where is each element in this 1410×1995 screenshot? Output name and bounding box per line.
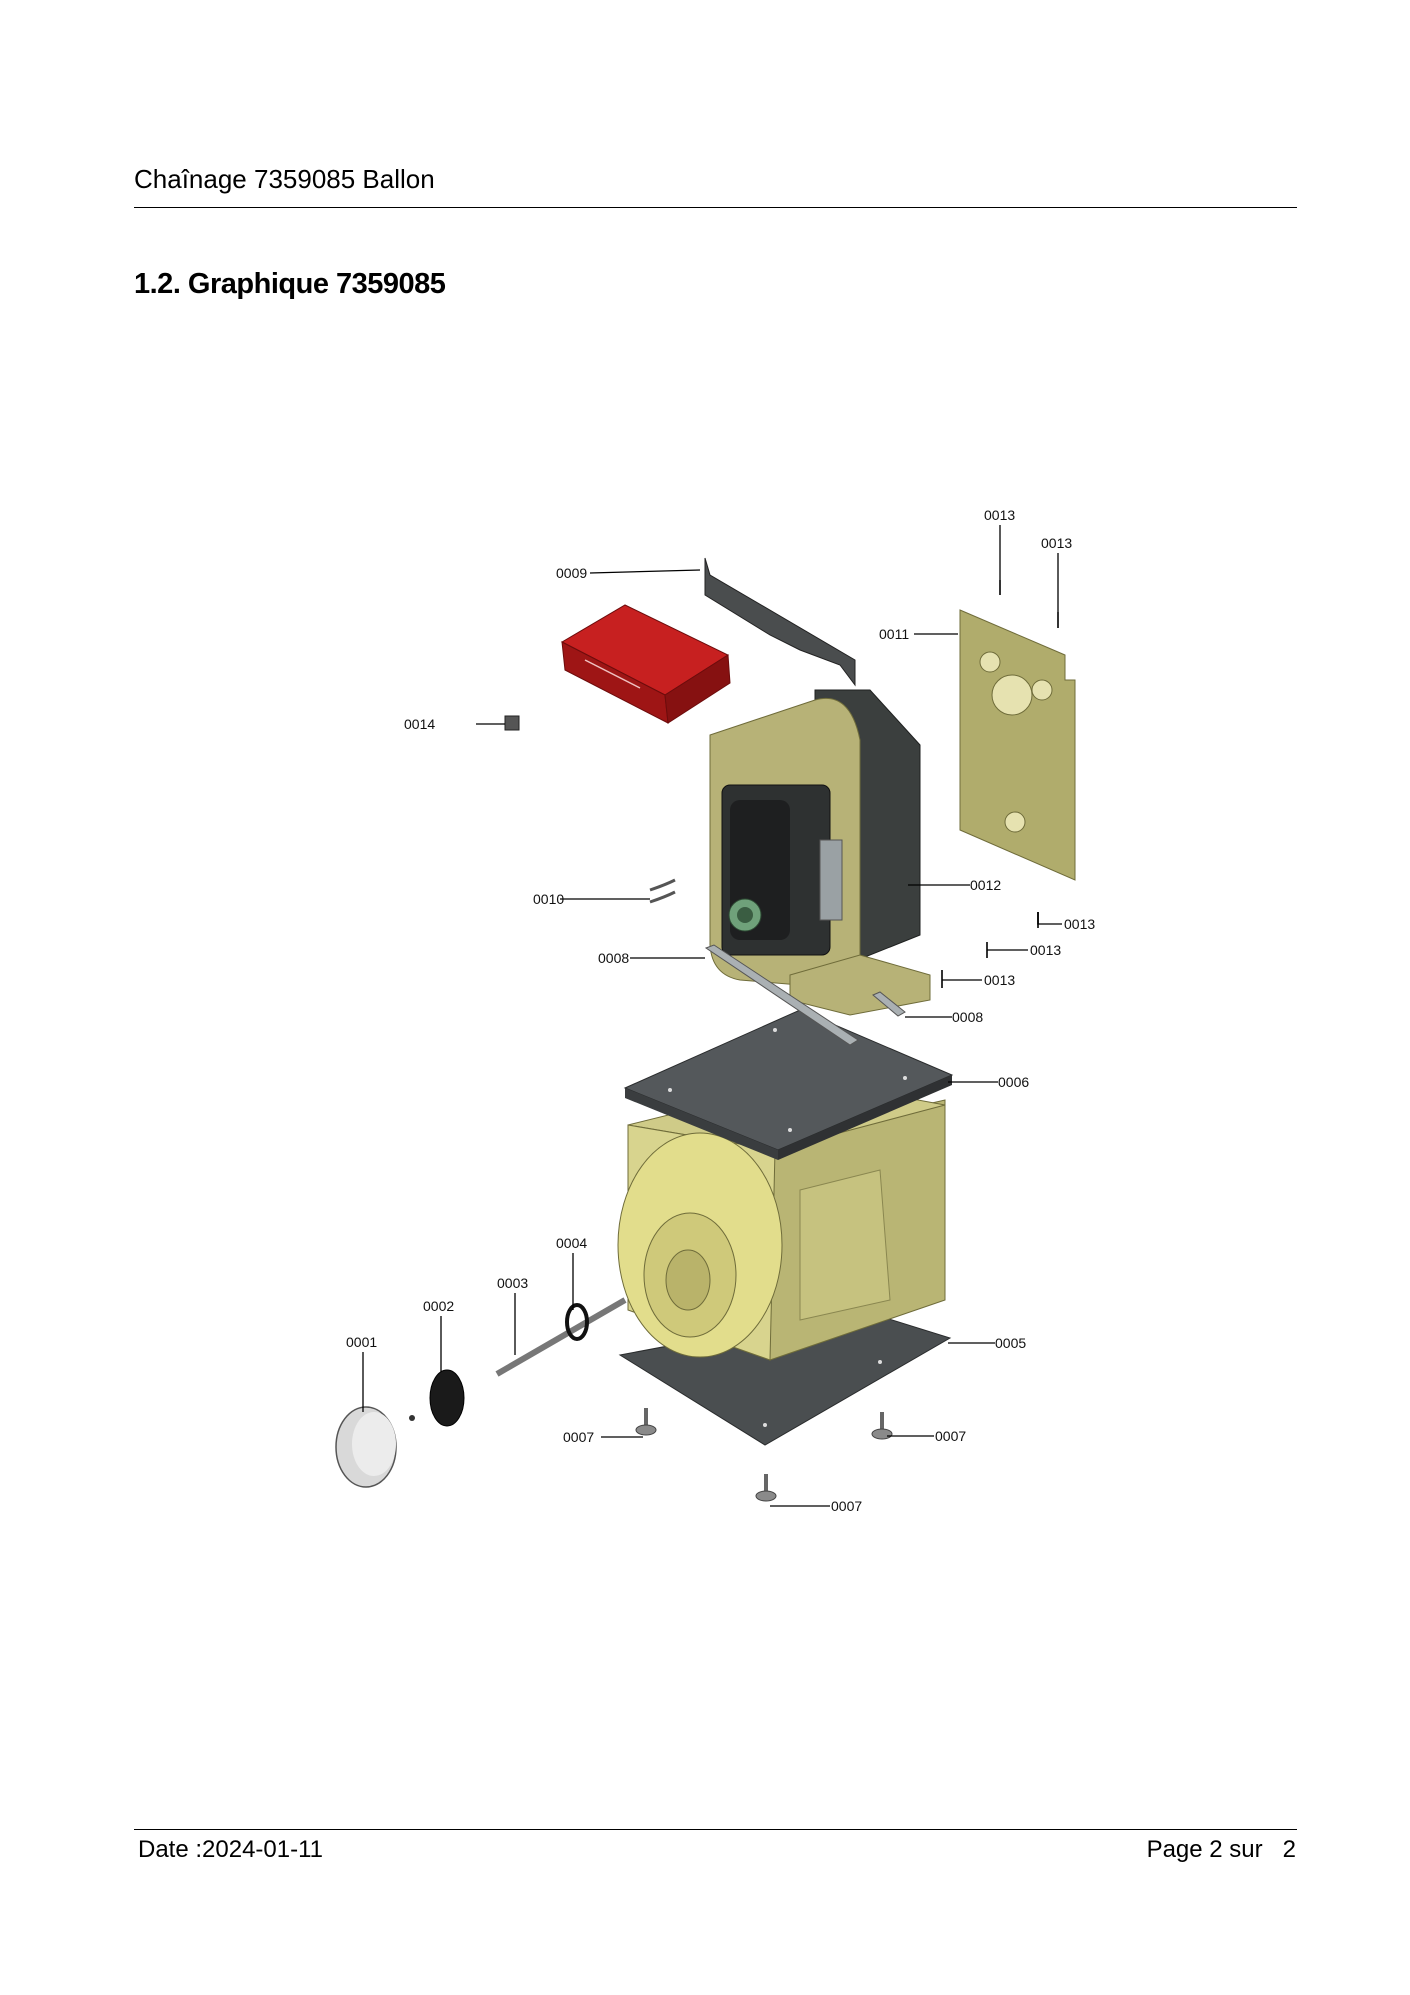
footer-page-number: Page 2 sur 2 xyxy=(1146,1836,1296,1863)
mounting-plate xyxy=(959,609,1076,881)
callout-0013-top-right: 0013 xyxy=(1041,535,1072,551)
callout-0009: 0009 xyxy=(556,565,587,581)
rail-right xyxy=(872,991,906,1017)
foot-0007a xyxy=(635,1408,657,1436)
callout-0007-right: 0007 xyxy=(935,1428,966,1444)
callout-0008-right: 0008 xyxy=(952,1009,983,1025)
callout-0007-left: 0007 xyxy=(563,1429,594,1445)
callout-0007-bottom: 0007 xyxy=(831,1498,862,1514)
cable-0010 xyxy=(649,878,676,904)
callout-0003: 0003 xyxy=(497,1275,528,1291)
callout-0014: 0014 xyxy=(404,716,435,732)
back-panel xyxy=(704,557,856,687)
callout-0002: 0002 xyxy=(423,1298,454,1314)
rod-0003 xyxy=(495,1297,627,1377)
foot-0007b xyxy=(871,1412,893,1440)
gasket-0004 xyxy=(565,1303,589,1341)
document-header-title: Chaînage 7359085 Ballon xyxy=(134,164,435,194)
callout-0008-left: 0008 xyxy=(598,950,629,966)
callout-0013-top-left: 0013 xyxy=(984,507,1015,523)
callout-0001: 0001 xyxy=(346,1334,377,1350)
callout-0013-mid-3: 0013 xyxy=(984,972,1015,988)
rail-left xyxy=(704,944,859,1046)
callout-0005: 0005 xyxy=(995,1335,1026,1351)
connector-0014 xyxy=(504,715,520,731)
section-title: 1.2. Graphique 7359085 xyxy=(134,268,446,300)
callout-0011: 0011 xyxy=(879,626,909,642)
callout-0013-mid-1: 0013 xyxy=(1064,916,1095,932)
callout-0010: 0010 xyxy=(533,891,564,907)
foot-0007c xyxy=(755,1474,777,1502)
callout-0006: 0006 xyxy=(998,1074,1029,1090)
callout-0012: 0012 xyxy=(970,877,1001,893)
disc-0002 xyxy=(429,1369,465,1427)
footer-rule xyxy=(134,1829,1297,1830)
callout-0013-mid-2: 0013 xyxy=(1030,942,1061,958)
header-rule xyxy=(134,207,1297,208)
footer-date: Date :2024-01-11 xyxy=(138,1836,324,1863)
callout-0004: 0004 xyxy=(556,1235,587,1251)
